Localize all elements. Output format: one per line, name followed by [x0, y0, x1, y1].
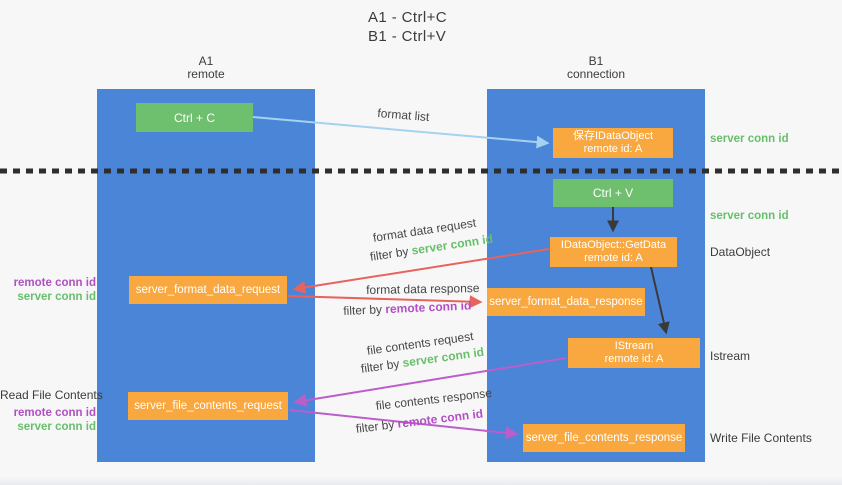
read-file-contents-label: Read File Contents [0, 388, 103, 402]
save-idataobject-line2: remote id: A [583, 143, 643, 155]
filter-by-text: filter by [343, 302, 383, 318]
lane-b1-subtitle: connection [566, 67, 626, 81]
getdata-line2: remote id: A [584, 252, 643, 264]
lane-b1-name: B1 [588, 54, 604, 68]
ctrl-c-label: Ctrl + C [173, 110, 215, 125]
server-format-data-request-label: server_format_data_request [135, 283, 281, 296]
box-save-idataobject: 保存IDataObject remote id: A [553, 128, 673, 158]
write-file-contents-label: Write File Contents [710, 431, 812, 445]
box-ctrl-v: Ctrl + V [553, 179, 673, 207]
istream-label: Istream [710, 349, 751, 363]
getdata-line1: IDataObject::GetData [560, 239, 667, 251]
label-filter-by-remote-conn-id-2: filter by remote conn id [355, 406, 484, 436]
save-idataobject-line1: 保存IDataObject [572, 130, 654, 142]
label-format-data-response: format data response [366, 281, 480, 297]
dataobject-label: DataObject [710, 245, 771, 259]
server-format-data-response-label: server_format_data_response [489, 295, 643, 308]
title-line-ctrl-v: B1 - Ctrl+V [368, 28, 447, 45]
server-file-contents-response-label: server_file_contents_response [525, 431, 683, 444]
box-server-format-data-request: server_format_data_request [129, 276, 287, 304]
right-server-conn-id-top: server conn id [710, 133, 789, 145]
label-filter-by-remote-conn-id-1: filter by remote conn id [343, 298, 472, 318]
left-file-conn-ids: remote conn id server conn id [0, 406, 96, 434]
istream-line2: remote id: A [604, 353, 664, 365]
server-file-contents-request-label: server_file_contents_request [134, 399, 282, 412]
filter-by-text: filter by [355, 417, 396, 436]
istream-line1: IStream [614, 340, 654, 352]
lane-a1-name: A1 [198, 54, 214, 68]
box-server-format-data-response: server_format_data_response [487, 288, 645, 316]
title-line-ctrl-c: A1 - Ctrl+C [368, 9, 447, 26]
remote-conn-id-label: remote conn id [13, 407, 96, 419]
box-istream: IStream remote id: A [568, 338, 700, 368]
box-server-file-contents-request: server_file_contents_request [128, 392, 288, 420]
box-server-file-contents-response: server_file_contents_response [523, 424, 685, 452]
server-conn-id-label: server conn id [17, 291, 96, 303]
filter-by-text: filter by [369, 244, 410, 264]
server-conn-id-label: server conn id [17, 421, 96, 433]
ctrl-v-label: Ctrl + V [592, 186, 634, 200]
bottom-edge-strip [0, 477, 842, 485]
box-ctrl-c: Ctrl + C [136, 103, 253, 132]
remote-conn-id-label: remote conn id [13, 277, 96, 289]
filter-by-text: filter by [360, 356, 401, 376]
remote-conn-id-text: remote conn id [384, 298, 472, 317]
lane-header-a1: A1 remote [97, 55, 315, 81]
left-format-conn-ids: remote conn id server conn id [0, 276, 96, 304]
box-idataobject-getdata: IDataObject::GetData remote id: A [550, 237, 677, 267]
lane-header-b1: B1 connection [487, 55, 705, 81]
right-server-conn-id-mid: server conn id [710, 210, 789, 222]
label-format-list: format list [376, 106, 430, 125]
diagram-title: A1 - Ctrl+C B1 - Ctrl+V [368, 8, 447, 46]
remote-conn-id-text: remote conn id [396, 406, 484, 431]
lane-a1-subtitle: remote [187, 67, 225, 81]
